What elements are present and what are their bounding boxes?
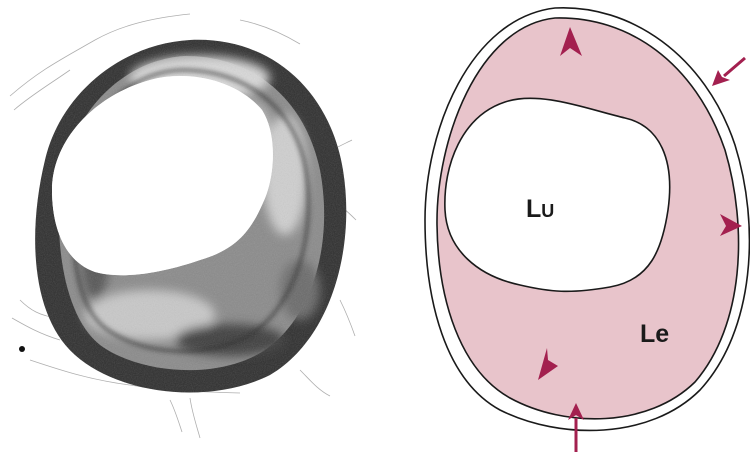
arrow-icon — [712, 58, 745, 86]
lesion-label: Le — [640, 320, 669, 348]
schematic-diagram: LU Le — [425, 8, 749, 452]
lumen-area — [445, 98, 670, 291]
debris-dot — [19, 346, 25, 352]
histology-micrograph — [10, 14, 356, 438]
